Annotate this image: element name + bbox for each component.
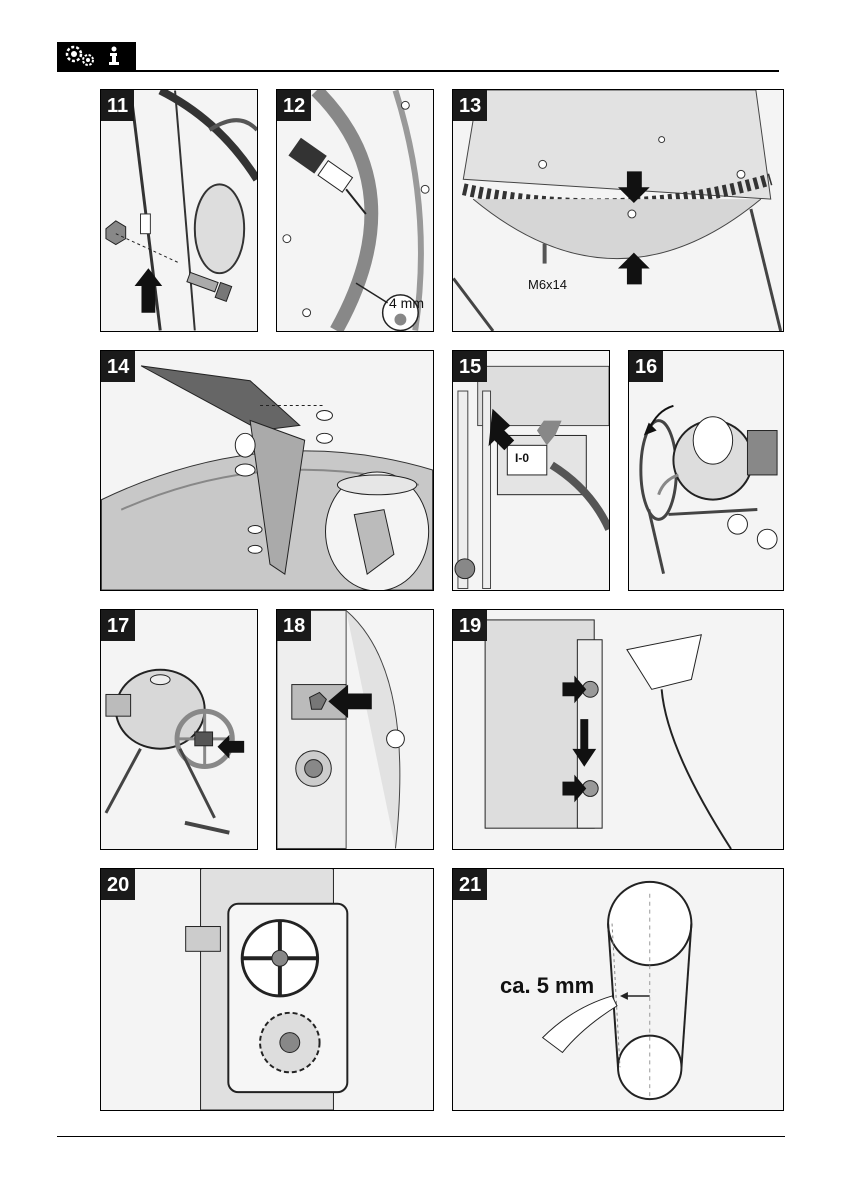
panel-17: 17 (100, 609, 258, 850)
panel-number: 15 (453, 351, 487, 382)
gap-measurement-label: 4 mm (389, 295, 424, 311)
panel-19: 19 (452, 609, 784, 850)
panel-number: 18 (277, 610, 311, 641)
header-rule (57, 70, 779, 72)
panel-number: 20 (101, 869, 135, 900)
panel-21: 21 ca. 5 mm (452, 868, 784, 1111)
panel-14: 14 (100, 350, 434, 591)
panel-13: 13 M6x14 (452, 89, 784, 332)
mixer-tilt-illustration (629, 351, 783, 590)
panel-number: 12 (277, 90, 311, 121)
panel-number: 16 (629, 351, 663, 382)
panel-number: 17 (101, 610, 135, 641)
switch-label: I-0 (515, 451, 529, 465)
locking-bolt-illustration (277, 610, 433, 849)
panel-number: 14 (101, 351, 135, 382)
mixing-blade-illustration (101, 351, 433, 590)
panel-18: 18 (276, 609, 434, 850)
footer-rule (57, 1136, 785, 1137)
handwheel-lock-illustration (101, 610, 257, 849)
header-badge (57, 42, 136, 70)
bolt-mounting-illustration (101, 90, 257, 331)
belt-cover-illustration (101, 869, 433, 1110)
panel-12: 12 4 mm (276, 89, 434, 332)
panel-20: 20 (100, 868, 434, 1111)
panel-11: 11 (100, 89, 258, 332)
motor-adjustment-illustration (453, 610, 783, 849)
panel-16: 16 (628, 350, 784, 591)
panel-number: 11 (101, 90, 134, 121)
panel-15: 15 I-0 (452, 350, 610, 591)
panel-number: 19 (453, 610, 487, 641)
panel-number: 13 (453, 90, 487, 121)
drum-gear-ring-illustration (453, 90, 783, 331)
belt-deflection-label: ca. 5 mm (500, 973, 594, 999)
screw-size-label: M6x14 (528, 277, 567, 292)
power-switch-illustration (453, 351, 609, 590)
settings-info-icon (57, 42, 136, 70)
panel-number: 21 (453, 869, 487, 900)
